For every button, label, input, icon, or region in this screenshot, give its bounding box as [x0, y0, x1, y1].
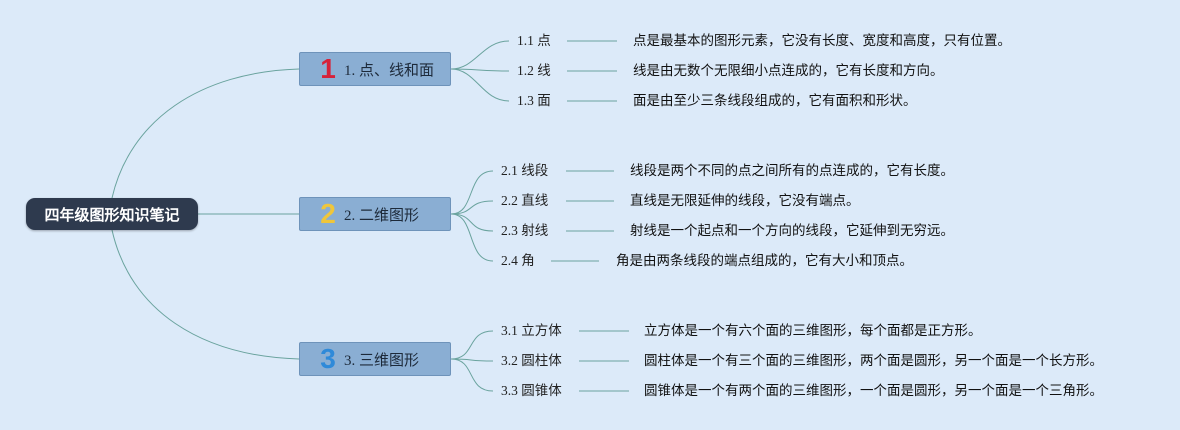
- leaf-description: 圆柱体是一个有三个面的三维图形，两个面是圆形，另一个面是一个长方形。: [644, 353, 1103, 368]
- leaf-node[interactable]: 3.1 立方体: [501, 323, 562, 338]
- leaf-description: 线段是两个不同的点之间所有的点连成的，它有长度。: [630, 163, 954, 178]
- leaf-node[interactable]: 2.4 角: [501, 253, 535, 268]
- leaf-node[interactable]: 1.1 点: [517, 33, 551, 48]
- branch-number-badge: 3: [320, 343, 336, 374]
- leaf-description: 直线是无限延伸的线段，它没有端点。: [630, 193, 860, 208]
- root-node[interactable]: 四年级图形知识笔记: [26, 198, 198, 230]
- leaf-description: 角是由两条线段的端点组成的，它有大小和顶点。: [616, 253, 913, 268]
- leaf-description: 圆锥体是一个有两个面的三维图形，一个面是圆形，另一个面是一个三角形。: [644, 383, 1103, 398]
- leaf-node[interactable]: 1.3 面: [517, 93, 551, 108]
- branch-3-leaf-connector-3: [450, 358, 494, 392]
- branch-2-leaf-connector-3: [450, 213, 494, 232]
- branch-1-leaf-connector-3: [450, 68, 510, 102]
- root-connector-3: [111, 229, 300, 360]
- branch-1-leaf-connector-1: [450, 40, 510, 70]
- branch-number-badge: 2: [320, 198, 336, 229]
- branch-label: 3. 三维图形: [344, 352, 420, 369]
- leaf-description: 面是由至少三条线段组成的，它有面积和形状。: [633, 93, 917, 108]
- branch-number-badge: 1: [320, 53, 336, 84]
- leaf-description: 射线是一个起点和一个方向的线段，它延伸到无穷远。: [630, 223, 954, 238]
- branch-node-1[interactable]: 1 1. 点、线和面: [299, 52, 451, 86]
- leaf-description: 线是由无数个无限细小点连成的，它有长度和方向。: [633, 63, 944, 78]
- branch-2-leaf-connector-1: [450, 170, 494, 215]
- branch-1-leaf-connector-2: [450, 68, 510, 72]
- leaf-node[interactable]: 2.3 射线: [501, 223, 549, 238]
- root-connector-1: [111, 68, 300, 199]
- branch-2-leaf-connector-2: [450, 200, 494, 215]
- leaf-node[interactable]: 2.1 线段: [501, 163, 549, 178]
- branch-label: 1. 点、线和面: [344, 62, 435, 79]
- leaf-node[interactable]: 3.3 圆锥体: [501, 383, 562, 398]
- leaf-description: 点是最基本的图形元素，它没有长度、宽度和高度，只有位置。: [633, 33, 1011, 48]
- leaf-node[interactable]: 3.2 圆柱体: [501, 353, 562, 368]
- branch-3-leaf-connector-1: [450, 330, 494, 360]
- branch-3-leaf-connector-2: [450, 358, 494, 362]
- leaf-node[interactable]: 2.2 直线: [501, 193, 549, 208]
- leaf-node[interactable]: 1.2 线: [517, 63, 551, 78]
- branch-2-leaf-connector-4: [450, 213, 494, 262]
- branch-node-2[interactable]: 2 2. 二维图形: [299, 197, 451, 231]
- branch-label: 2. 二维图形: [344, 207, 420, 224]
- branch-node-3[interactable]: 3 3. 三维图形: [299, 342, 451, 376]
- leaf-description: 立方体是一个有六个面的三维图形，每个面都是正方形。: [644, 323, 982, 338]
